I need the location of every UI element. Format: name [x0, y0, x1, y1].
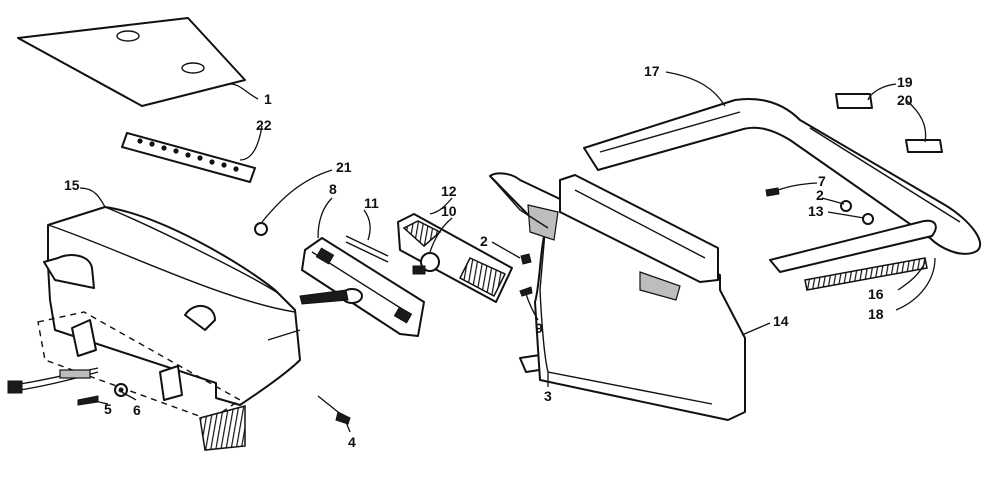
part-lens: [397, 213, 513, 303]
callout-7: 7: [818, 173, 826, 189]
leader-lines: [79, 71, 936, 433]
callout-labels: 1 22 15 21 8 11 12 10 2 9 3 4 5 6 14 17 …: [64, 63, 913, 450]
part-nut-2-right: [840, 200, 852, 212]
callout-8: 8: [329, 181, 337, 197]
callout-21: 21: [336, 159, 352, 175]
callout-13: 13: [808, 203, 824, 219]
part-screw-9: [519, 286, 533, 297]
part-bumper-panel: [489, 172, 746, 421]
callout-20: 20: [897, 92, 913, 108]
callout-5: 5: [104, 401, 112, 417]
callout-14: 14: [773, 313, 789, 329]
callout-22: 22: [256, 117, 272, 133]
callout-12: 12: [441, 183, 457, 199]
part-cover-plate: [17, 17, 246, 107]
part-strip-18: [804, 257, 928, 291]
callout-6: 6: [133, 402, 141, 418]
callout-3: 3: [544, 388, 552, 404]
part-wiring-harness: [7, 367, 99, 394]
callout-2-left: 2: [480, 233, 488, 249]
part-light-housing: [299, 237, 425, 337]
part-nut-2-left: [520, 253, 532, 265]
part-bolt-7: [765, 187, 780, 197]
callout-10: 10: [441, 203, 457, 219]
part-decal-strip: [121, 132, 256, 183]
callout-19: 19: [897, 74, 913, 90]
part-upper-rail: [583, 98, 982, 255]
part-gasket-11: [345, 235, 389, 263]
callout-4: 4: [348, 434, 356, 450]
callout-18: 18: [868, 306, 884, 322]
callout-16: 16: [868, 286, 884, 302]
part-bolt-4: [317, 395, 351, 425]
callout-9: 9: [535, 320, 543, 336]
part-lower-panel: [37, 311, 246, 451]
callout-17: 17: [644, 63, 660, 79]
part-washer-13: [862, 213, 874, 225]
part-bulb: [412, 252, 440, 275]
callout-2-right: 2: [816, 187, 824, 203]
callout-1: 1: [264, 91, 272, 107]
part-pad-20: [905, 139, 943, 153]
part-lower-rail: [769, 219, 937, 273]
part-pad-19: [835, 93, 873, 109]
part-housing: [43, 206, 301, 406]
callout-15: 15: [64, 177, 80, 193]
callout-11: 11: [364, 195, 379, 211]
part-nut-21: [254, 222, 268, 236]
part-inner-frame: [559, 174, 719, 301]
